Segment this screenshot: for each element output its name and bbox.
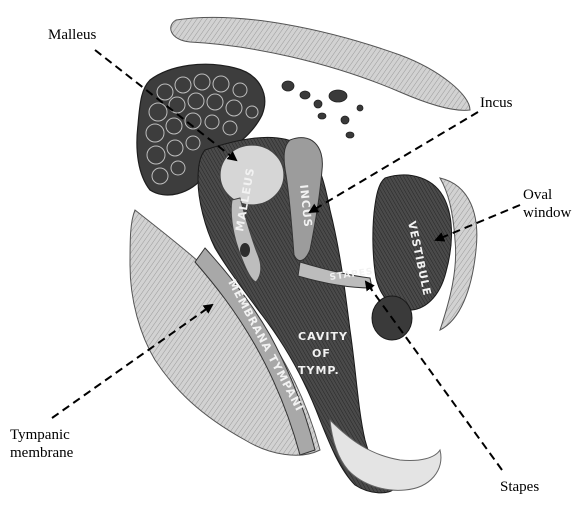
leader-stapes [366,282,502,470]
callout-oval-window: Oval window [523,186,571,222]
callout-incus: Incus [480,94,513,112]
scattered-small-cells [282,81,363,138]
callout-tympanic-membrane-line1: Tympanic [10,426,73,444]
plate-label-cavity-line2: OF [312,347,331,360]
callout-oval-window-line1: Oval [523,186,571,204]
plate-label-cavity-line1: CAVITY [298,330,348,343]
callout-malleus: Malleus [48,26,96,44]
callout-tympanic-membrane-line2: membrane [10,444,73,462]
callout-stapes: Stapes [500,478,539,496]
malleus-foramen [240,243,250,257]
callout-oval-window-line2: window [523,204,571,222]
callout-tympanic-membrane: Tympanic membrane [10,426,73,462]
plate-label-cavity-line3: TYMP. [298,364,340,377]
